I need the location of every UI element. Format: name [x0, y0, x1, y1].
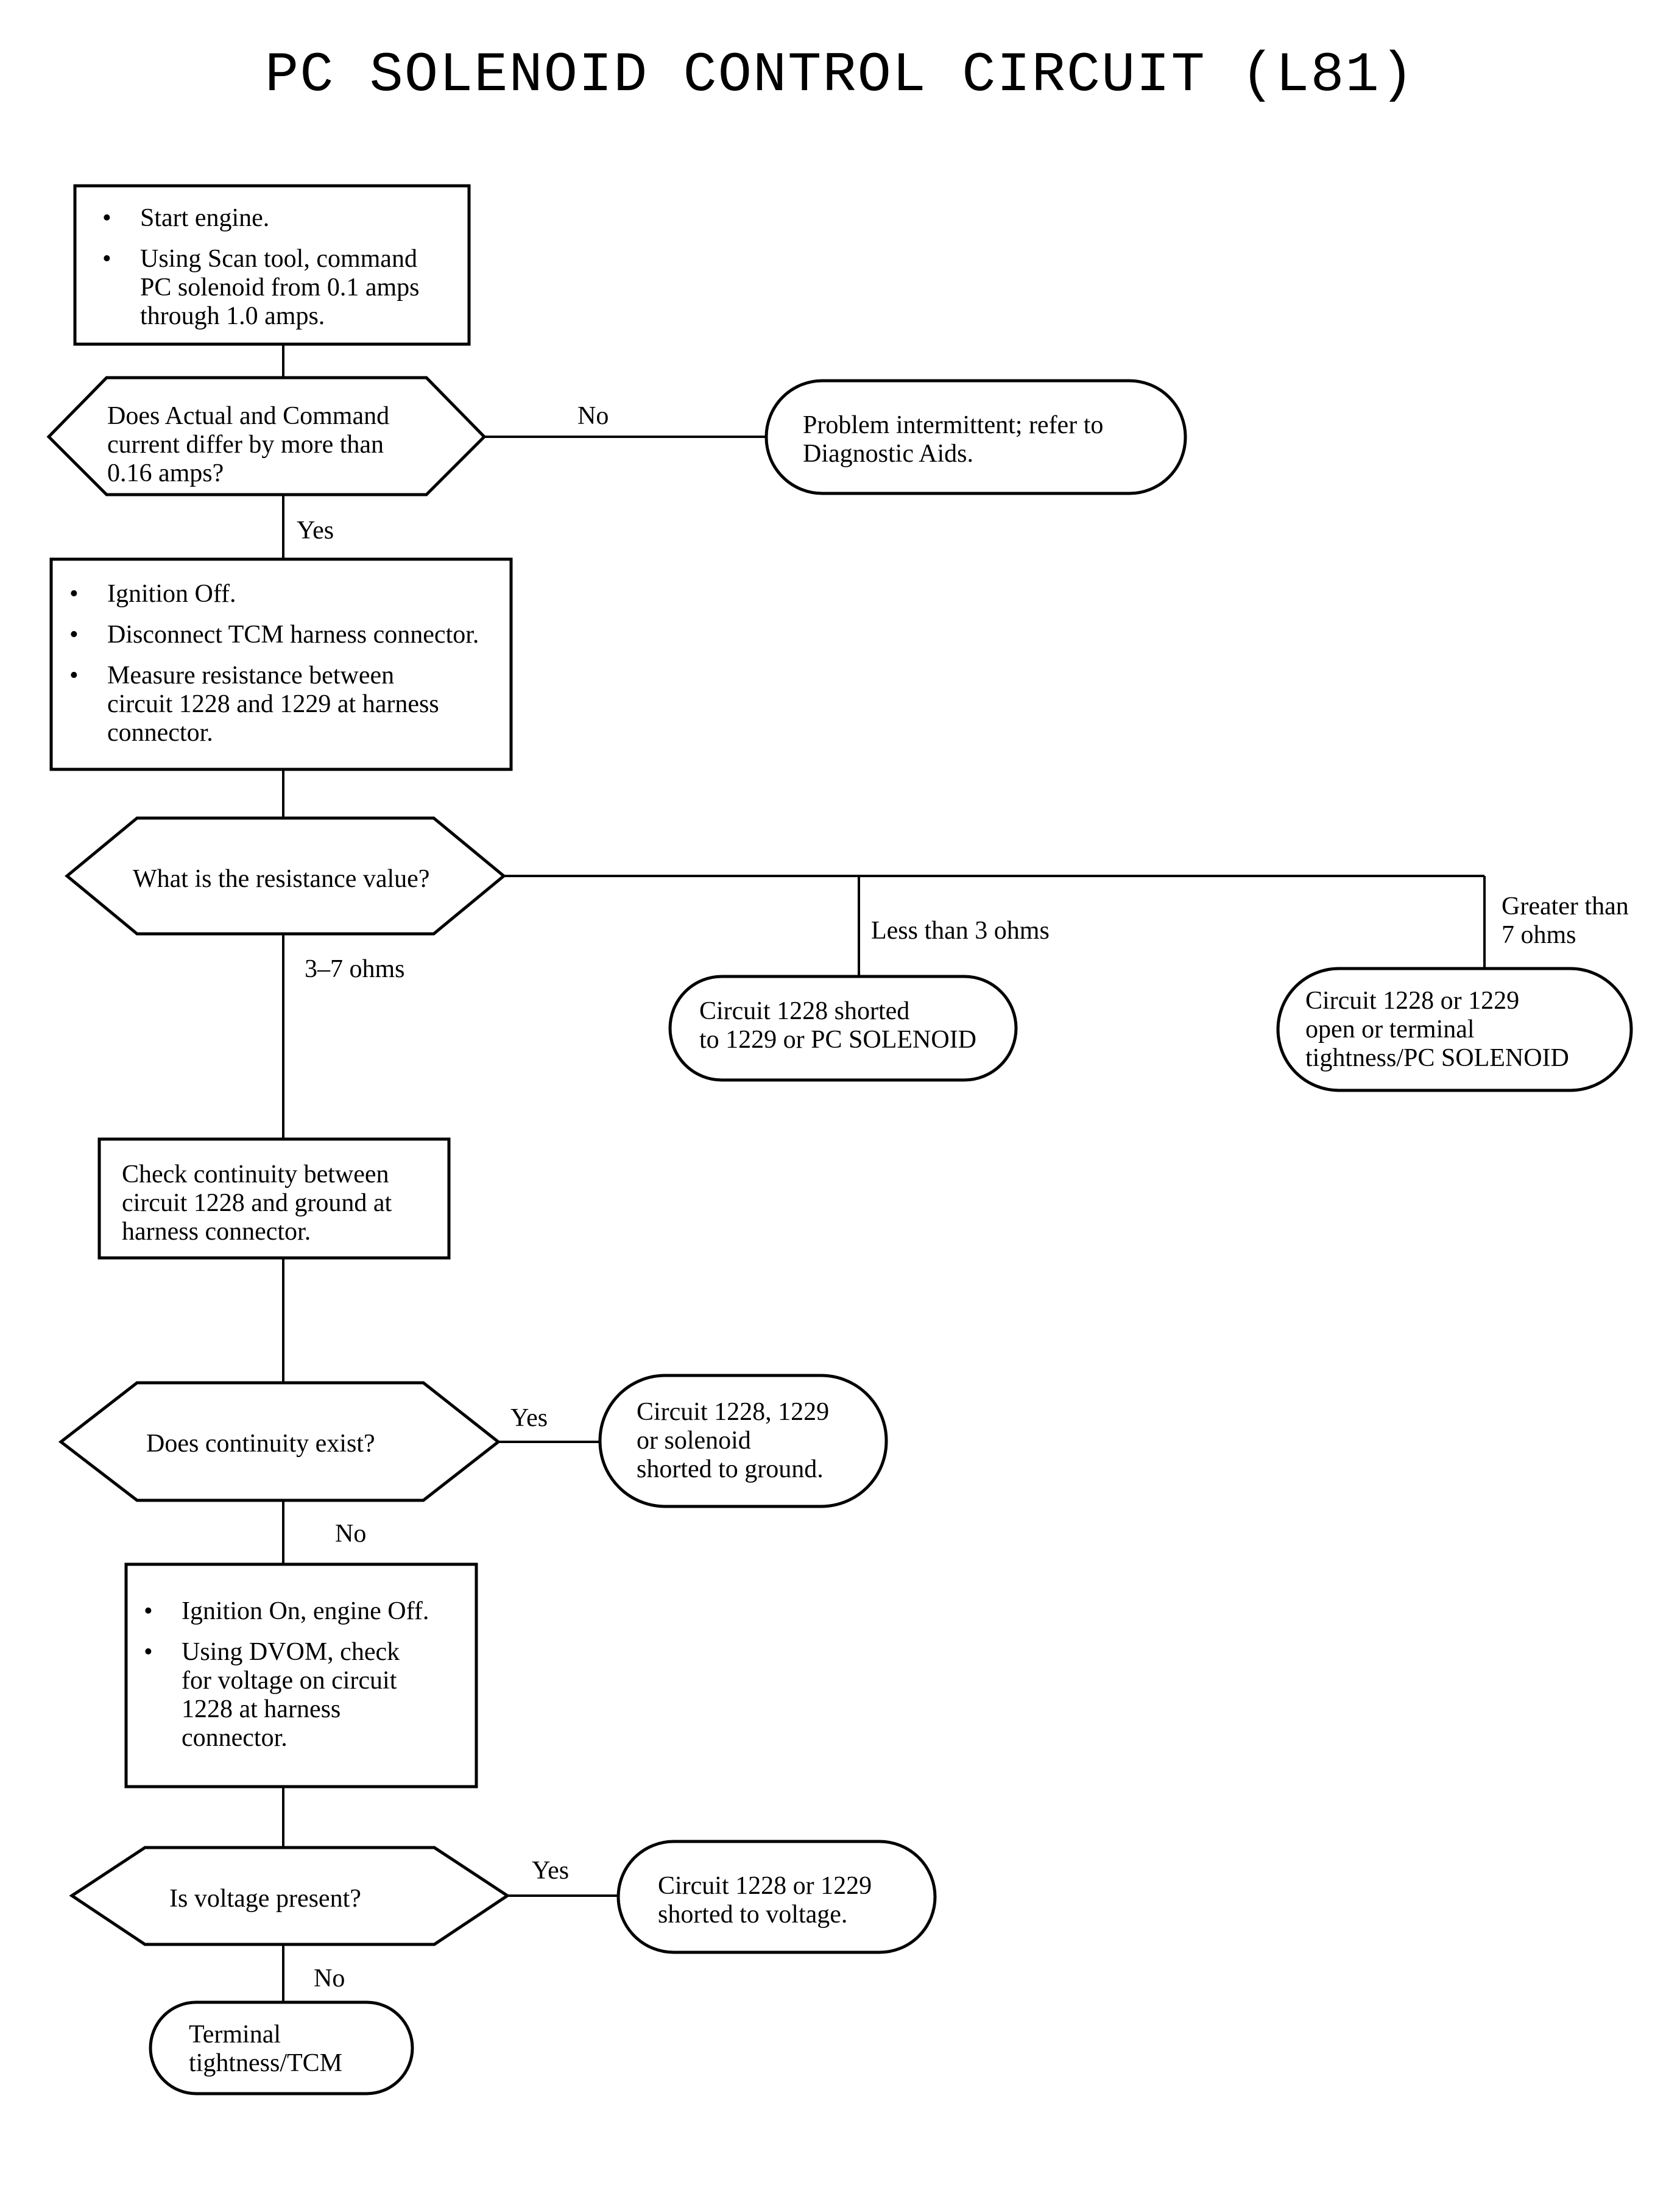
- text-line: Using DVOM, check: [182, 1638, 400, 1666]
- bullet-icon: •: [102, 204, 111, 232]
- text-line: Circuit 1228 or 1229: [1305, 987, 1520, 1015]
- q3-decision: [58, 1381, 501, 1502]
- q4-yes-result: [616, 1840, 937, 1954]
- text-line: Does continuity exist?: [146, 1430, 375, 1458]
- bullet-item: • Disconnect TCM harness connector.: [69, 621, 479, 649]
- text-line: Using Scan tool, command: [140, 245, 417, 273]
- bullet-item: • Start engine.: [102, 204, 420, 233]
- step1-box: [73, 184, 471, 346]
- text-line: Ignition Off.: [107, 580, 236, 608]
- text-line: open or terminal: [1305, 1015, 1475, 1043]
- bullet-icon: •: [102, 245, 111, 273]
- text-line: PC solenoid from 0.1 amps: [140, 274, 420, 302]
- q4-text: Is voltage present?: [169, 1885, 361, 1913]
- bullet-icon: •: [144, 1597, 153, 1625]
- connectors: [282, 344, 1486, 2002]
- q3-no-label: No: [335, 1520, 367, 1548]
- q2-low-result: [668, 975, 1018, 1082]
- text-line: Circuit 1228 or 1229: [658, 1872, 872, 1900]
- text-line: circuit 1228 and 1229 at harness: [107, 690, 439, 718]
- step3-box: [97, 1137, 451, 1260]
- bullet-item: • Ignition Off.: [69, 580, 479, 609]
- q2-low-label: Less than 3 ohms: [871, 917, 1050, 945]
- text-line: current differ by more than: [107, 431, 384, 459]
- text-line: Circuit 1228 shorted: [699, 997, 910, 1025]
- step2-text: • Ignition Off. • Disconnect TCM harness co…: [69, 580, 479, 747]
- text-line: Ignition On, engine Off.: [182, 1597, 429, 1625]
- text-line: Circuit 1228, 1229: [637, 1398, 830, 1426]
- text-line: connector.: [107, 719, 213, 747]
- text-line: shorted to ground.: [637, 1455, 824, 1483]
- q2-mid-label: 3–7 ohms: [305, 955, 405, 983]
- text-line: for voltage on circuit: [182, 1667, 397, 1695]
- q3-text: Does continuity exist?: [146, 1430, 375, 1458]
- bullet-icon: •: [144, 1638, 153, 1666]
- q2-decision: [65, 816, 506, 936]
- text-line: Terminal: [189, 2021, 281, 2049]
- q3-yes-label: Yes: [510, 1404, 548, 1432]
- text-line: harness connector.: [122, 1218, 311, 1246]
- text-line: through 1.0 amps.: [140, 302, 325, 330]
- text-line: Problem intermittent; refer to: [803, 411, 1104, 439]
- text-line: connector.: [182, 1724, 288, 1752]
- page-title: PC SOLENOID CONTROL CIRCUIT (L81): [265, 43, 1415, 107]
- text-line: Disconnect TCM harness connector.: [107, 621, 479, 649]
- text-line: circuit 1228 and ground at: [122, 1189, 392, 1217]
- q4-decision: [69, 1846, 510, 1946]
- q2-high-label-line2: 7 ohms: [1502, 921, 1576, 949]
- text-line: 0.16 amps?: [107, 459, 224, 487]
- text-line: or solenoid: [637, 1427, 751, 1455]
- text-line: to 1229 or PC SOLENOID: [699, 1026, 977, 1054]
- q3-yes-result: [598, 1374, 888, 1508]
- text-line: 1228 at harness: [182, 1695, 341, 1723]
- q4-yes-label: Yes: [532, 1857, 570, 1885]
- text-line: Start engine.: [140, 204, 270, 232]
- q4-no-label: No: [314, 1965, 345, 1993]
- text-line: What is the resistance value?: [133, 865, 430, 893]
- q1-decision: [46, 376, 487, 496]
- q1-no-label: No: [577, 402, 609, 430]
- text-line: Is voltage present?: [169, 1885, 361, 1913]
- bullet-icon: •: [69, 621, 79, 649]
- q2-high-result: [1276, 967, 1633, 1092]
- q1-yes-label: Yes: [297, 517, 334, 545]
- bullet-icon: •: [69, 662, 79, 690]
- q2-text: What is the resistance value?: [133, 865, 429, 894]
- text-line: Diagnostic Aids.: [803, 440, 973, 468]
- q4-no-result: [149, 2000, 414, 2095]
- q2-high-label-line1: Greater than: [1502, 892, 1629, 920]
- step4-text: • Ignition On, engine Off. • Using DVOM, ch…: [144, 1597, 429, 1753]
- q2-high-label: Greater than 7 ohms: [1502, 892, 1629, 950]
- text-line: shorted to voltage.: [658, 1901, 848, 1929]
- q1-no-result: [764, 379, 1187, 495]
- text-line: Measure resistance between: [107, 662, 395, 690]
- text-line: Does Actual and Command: [107, 402, 390, 430]
- text-line: tightness/TCM: [189, 2049, 343, 2077]
- text-line: Check continuity between: [122, 1160, 389, 1188]
- bullet-item: • Ignition On, engine Off.: [144, 1597, 429, 1626]
- bullet-icon: •: [69, 580, 79, 608]
- step2-box: [49, 557, 513, 771]
- step4-box: [124, 1562, 478, 1788]
- text-line: tightness/PC SOLENOID: [1305, 1044, 1569, 1072]
